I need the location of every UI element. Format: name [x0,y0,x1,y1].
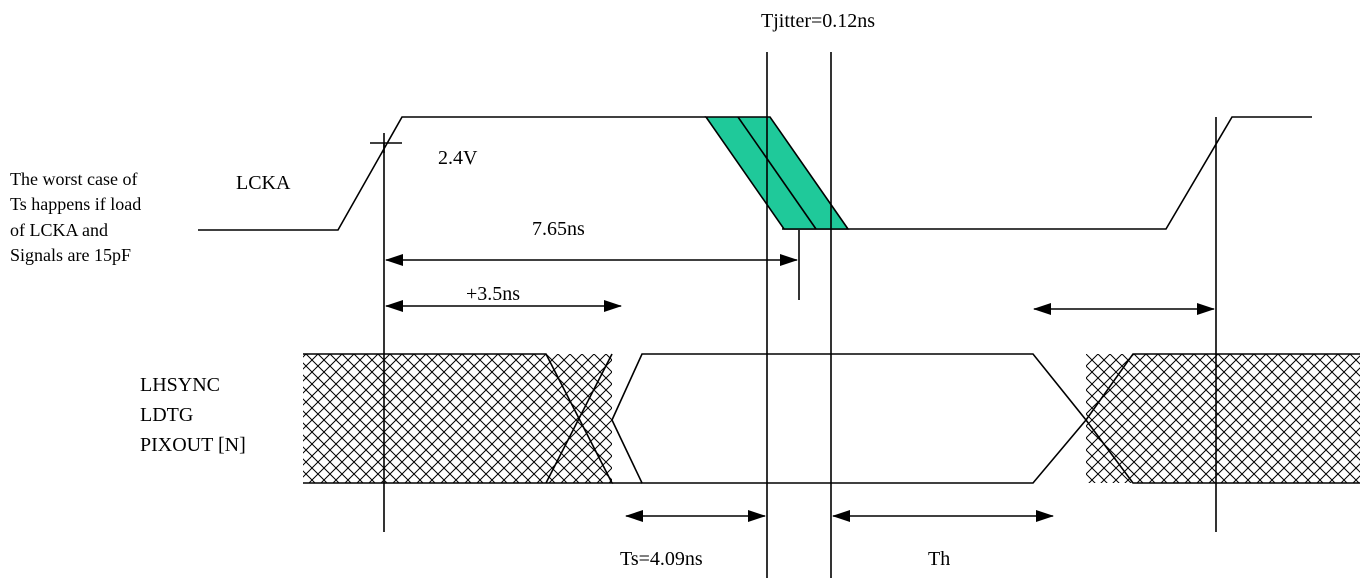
jitter-band [704,116,850,230]
ts-label: Ts=4.09ns [620,548,703,570]
tjitter-label: Tjitter=0.12ns [761,10,875,32]
lcka-label: LCKA [236,172,291,194]
worst-case-note: The worst case of Ts happens if load of … [10,169,141,265]
voltage-label: 2.4V [438,147,478,169]
signal-label-ldtg: LDTG [140,404,193,426]
th-label: Th [928,548,950,570]
t35-label: +3.5ns [466,283,520,305]
t765-label: 7.65ns [532,218,585,240]
svg-text:The worst case of: The worst case of [10,169,137,189]
signal-label-pixout: PIXOUT [N] [140,434,246,456]
hatch-region-left [303,354,612,483]
hatch-region-right [1086,354,1360,483]
svg-text:Signals are 15pF: Signals are 15pF [10,245,131,265]
data-signal-waveform [303,353,1360,484]
signal-label-lhsync: LHSYNC [140,374,220,396]
svg-text:of LCKA and: of LCKA and [10,220,108,240]
svg-text:Ts happens if load: Ts happens if load [10,194,141,214]
